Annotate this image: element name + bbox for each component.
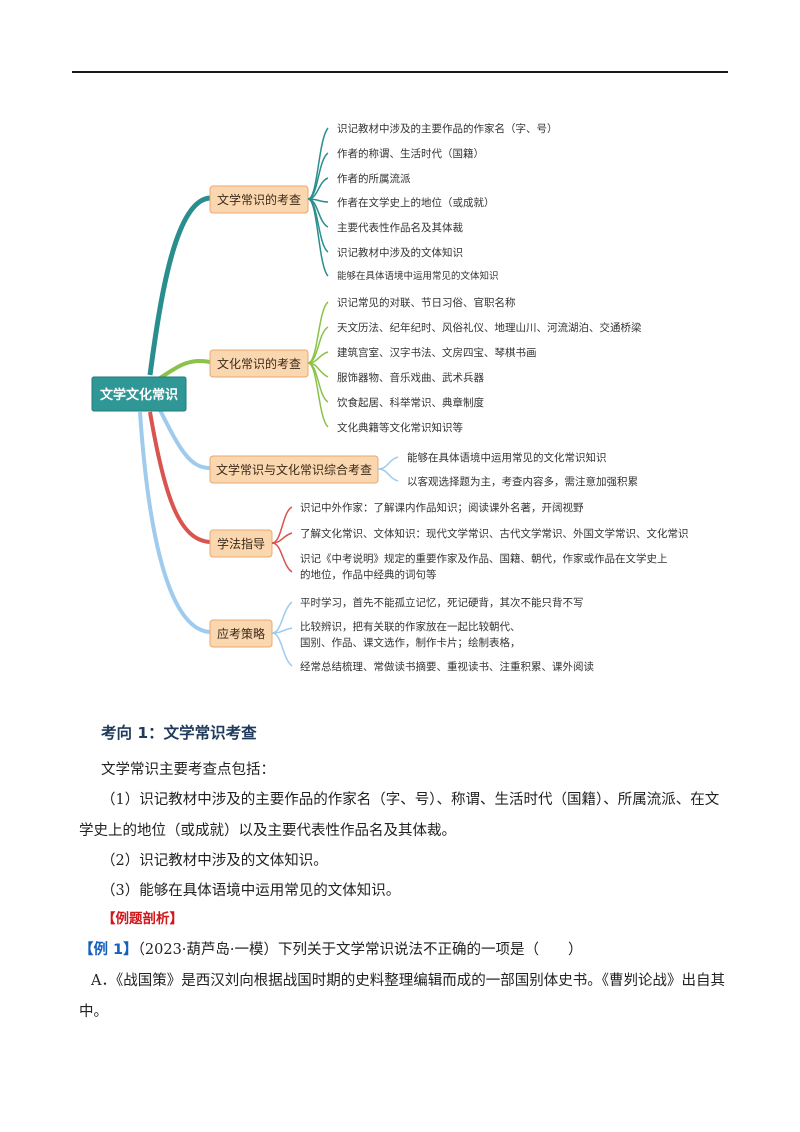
connector-branch-4	[148, 411, 211, 544]
option-a-line-1: A．《战国策》是西汉刘向根据战国时期的史料整理编辑而成的一部国别体史书。《曹刿论…	[91, 973, 725, 989]
branch1-item-7: 能够在具体语境中运用常见的文体知识	[337, 270, 499, 282]
branch2-item-2: 天文历法、纪年纪时、风俗礼仪、地理山川、河流湖泊、交通桥梁	[337, 321, 642, 334]
branch3-item-2: 以客观选择题为主，考查内容多，需注意加强积累	[407, 475, 638, 488]
branch2-item-6: 文化典籍等文化常识知识等	[337, 421, 463, 434]
point-2: （2）识记教材中涉及的文体知识。	[101, 853, 328, 869]
branch5-item-3: 国别、作品、课文选作，制作卡片；绘制表格，	[300, 636, 521, 649]
branch5-item-4: 经常总结梳理、常做读书摘要、重视读书、注重积累、课外阅读	[300, 660, 594, 673]
section-heading: 考向 1：文学常识考查	[101, 724, 257, 742]
branch4-item-1: 识记中外作家：了解课内作品知识；阅读课外名著，开阔视野	[300, 501, 584, 514]
root-node	[91, 376, 187, 412]
branch2-item-1: 识记常见的对联、节日习俗、官职名称	[337, 296, 516, 309]
top-rule	[72, 71, 728, 73]
branch1-item-6: 识记教材中涉及的文体知识	[337, 246, 463, 259]
branch-label-1: 文学常识的考查	[217, 192, 301, 207]
branch2-item-4: 服饰器物、音乐戏曲、武术兵器	[337, 371, 484, 384]
branch1-item-4: 作者在文学史上的地位（或成就）	[337, 196, 495, 209]
option-a-line-2: 中。	[79, 1004, 108, 1020]
branch-label-3: 文学常识与文化常识综合考查	[216, 462, 372, 477]
branch4-item-2: 了解文化常识、文体知识：现代文学常识、古代文学常识、外国文学常识、文化常识	[300, 527, 689, 540]
branch2-item-3: 建筑宫室、汉字书法、文房四宝、琴棋书画	[337, 346, 537, 359]
branch4-item-3: 识记《中考说明》规定的重要作家及作品、国籍、朝代，作家或作品在文学史上	[300, 552, 668, 565]
connector-branch-3	[158, 409, 211, 470]
example-question-line: 【例 1】（2023·葫芦岛·一模）下列关于文学常识说法不正确的一项是（ ）	[79, 938, 583, 959]
branch2-item-5: 饮食起居、科举常识、典章制度	[337, 396, 484, 409]
branch4-item-4: 的地位，作品中经典的词句等	[300, 568, 437, 581]
example-question: （2023·葫芦岛·一模）下列关于文学常识说法不正确的一项是（ ）	[137, 942, 583, 958]
connector-branch-2	[158, 358, 211, 380]
branch3-item-1: 能够在具体语境中运用常见的文化常识知识	[407, 451, 607, 464]
point-1-line-2: 学史上的地位（或成就）以及主要代表性作品名及其体裁。	[79, 823, 456, 839]
intro-text: 文学常识主要考查点包括：	[101, 762, 275, 778]
point-3: （3）能够在具体语境中运用常见的文体知识。	[101, 883, 401, 899]
example-tag: 【例 1】	[79, 942, 138, 958]
mind-map: 文学文化常识 文学常识的考查 识记教材中涉及的主要作品的作家名（字、号） 作者的…	[91, 122, 689, 673]
branch5-item-2: 比较辨识，把有关联的作家放在一起比较朝代、	[300, 620, 521, 633]
root-label: 文学文化常识	[100, 387, 178, 403]
branch1-item-2: 作者的称谓、生活时代（国籍）	[337, 147, 484, 160]
branch1-item-1: 识记教材中涉及的主要作品的作家名（字、号）	[337, 122, 558, 135]
branch1-item-5: 主要代表性作品名及其体裁	[337, 221, 463, 234]
connector-branch-5	[138, 411, 211, 634]
branch-label-2: 文化常识的考查	[217, 356, 301, 371]
branch1-item-3: 作者的所属流派	[337, 172, 411, 185]
branch-label-5: 应考策略	[217, 626, 265, 641]
branch5-item-1: 平时学习，首先不能孤立记忆，死记硬背，其次不能只背不写	[300, 596, 584, 609]
point-1-line-1: （1）识记教材中涉及的主要作品的作家名（字、号）、称谓、生活时代（国籍）、所属流…	[101, 792, 720, 808]
connector-branch-1	[147, 195, 211, 376]
example-analysis-label: 【例题剖析】	[102, 911, 183, 927]
branch-label-4: 学法指导	[217, 536, 265, 551]
